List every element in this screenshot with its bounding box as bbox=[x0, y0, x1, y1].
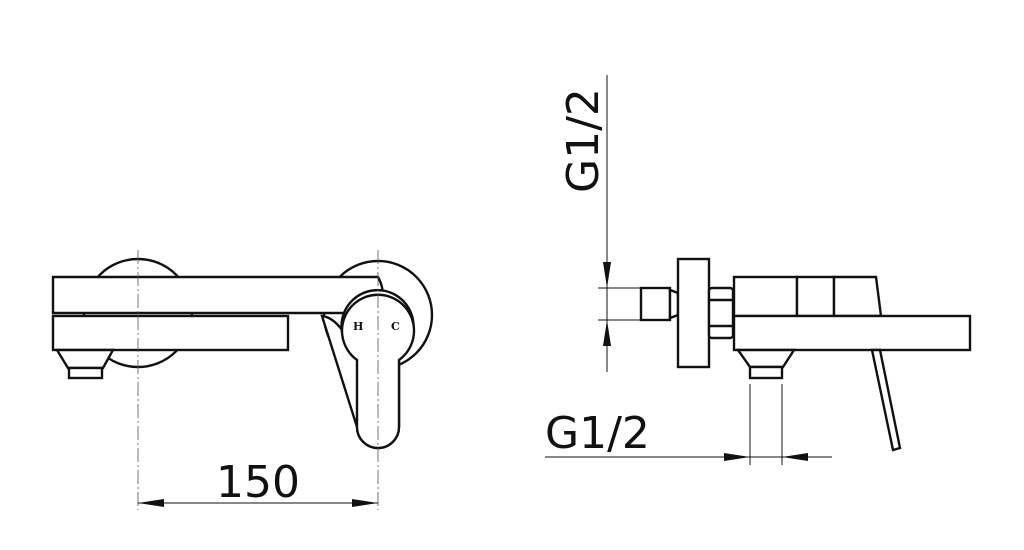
wall-flange bbox=[676, 257, 711, 369]
aerator bbox=[67, 366, 104, 380]
spout-body bbox=[732, 314, 972, 352]
outlet-thread-label: G1/2 bbox=[545, 408, 650, 459]
spout-upper-body bbox=[51, 275, 385, 315]
hex-nut bbox=[707, 286, 735, 340]
aerator-cone bbox=[54, 348, 116, 370]
arrow-left-icon bbox=[138, 499, 164, 507]
spout-lower-body bbox=[51, 314, 290, 352]
width-dimension-label: 150 bbox=[216, 457, 300, 508]
body-middle-block bbox=[795, 275, 836, 318]
inlet-taper bbox=[668, 288, 680, 320]
front-view: H C 150 bbox=[51, 250, 434, 510]
arrow-right-icon bbox=[724, 453, 750, 461]
cold-label: C bbox=[391, 320, 400, 333]
arrow-down-icon bbox=[603, 262, 611, 288]
arrow-right-icon bbox=[352, 499, 378, 507]
inlet-stub bbox=[639, 286, 672, 322]
lever-side bbox=[870, 348, 902, 452]
arrow-left-icon bbox=[782, 453, 808, 461]
handle-base bbox=[832, 275, 883, 318]
side-view: G1/2 G1/2 bbox=[545, 75, 972, 465]
inlet-thread-label: G1/2 bbox=[558, 88, 609, 193]
arrow-up-icon bbox=[603, 320, 611, 346]
aerator bbox=[748, 365, 784, 380]
hot-label: H bbox=[353, 320, 363, 333]
body-block bbox=[732, 275, 799, 318]
aerator-cone bbox=[735, 348, 797, 369]
